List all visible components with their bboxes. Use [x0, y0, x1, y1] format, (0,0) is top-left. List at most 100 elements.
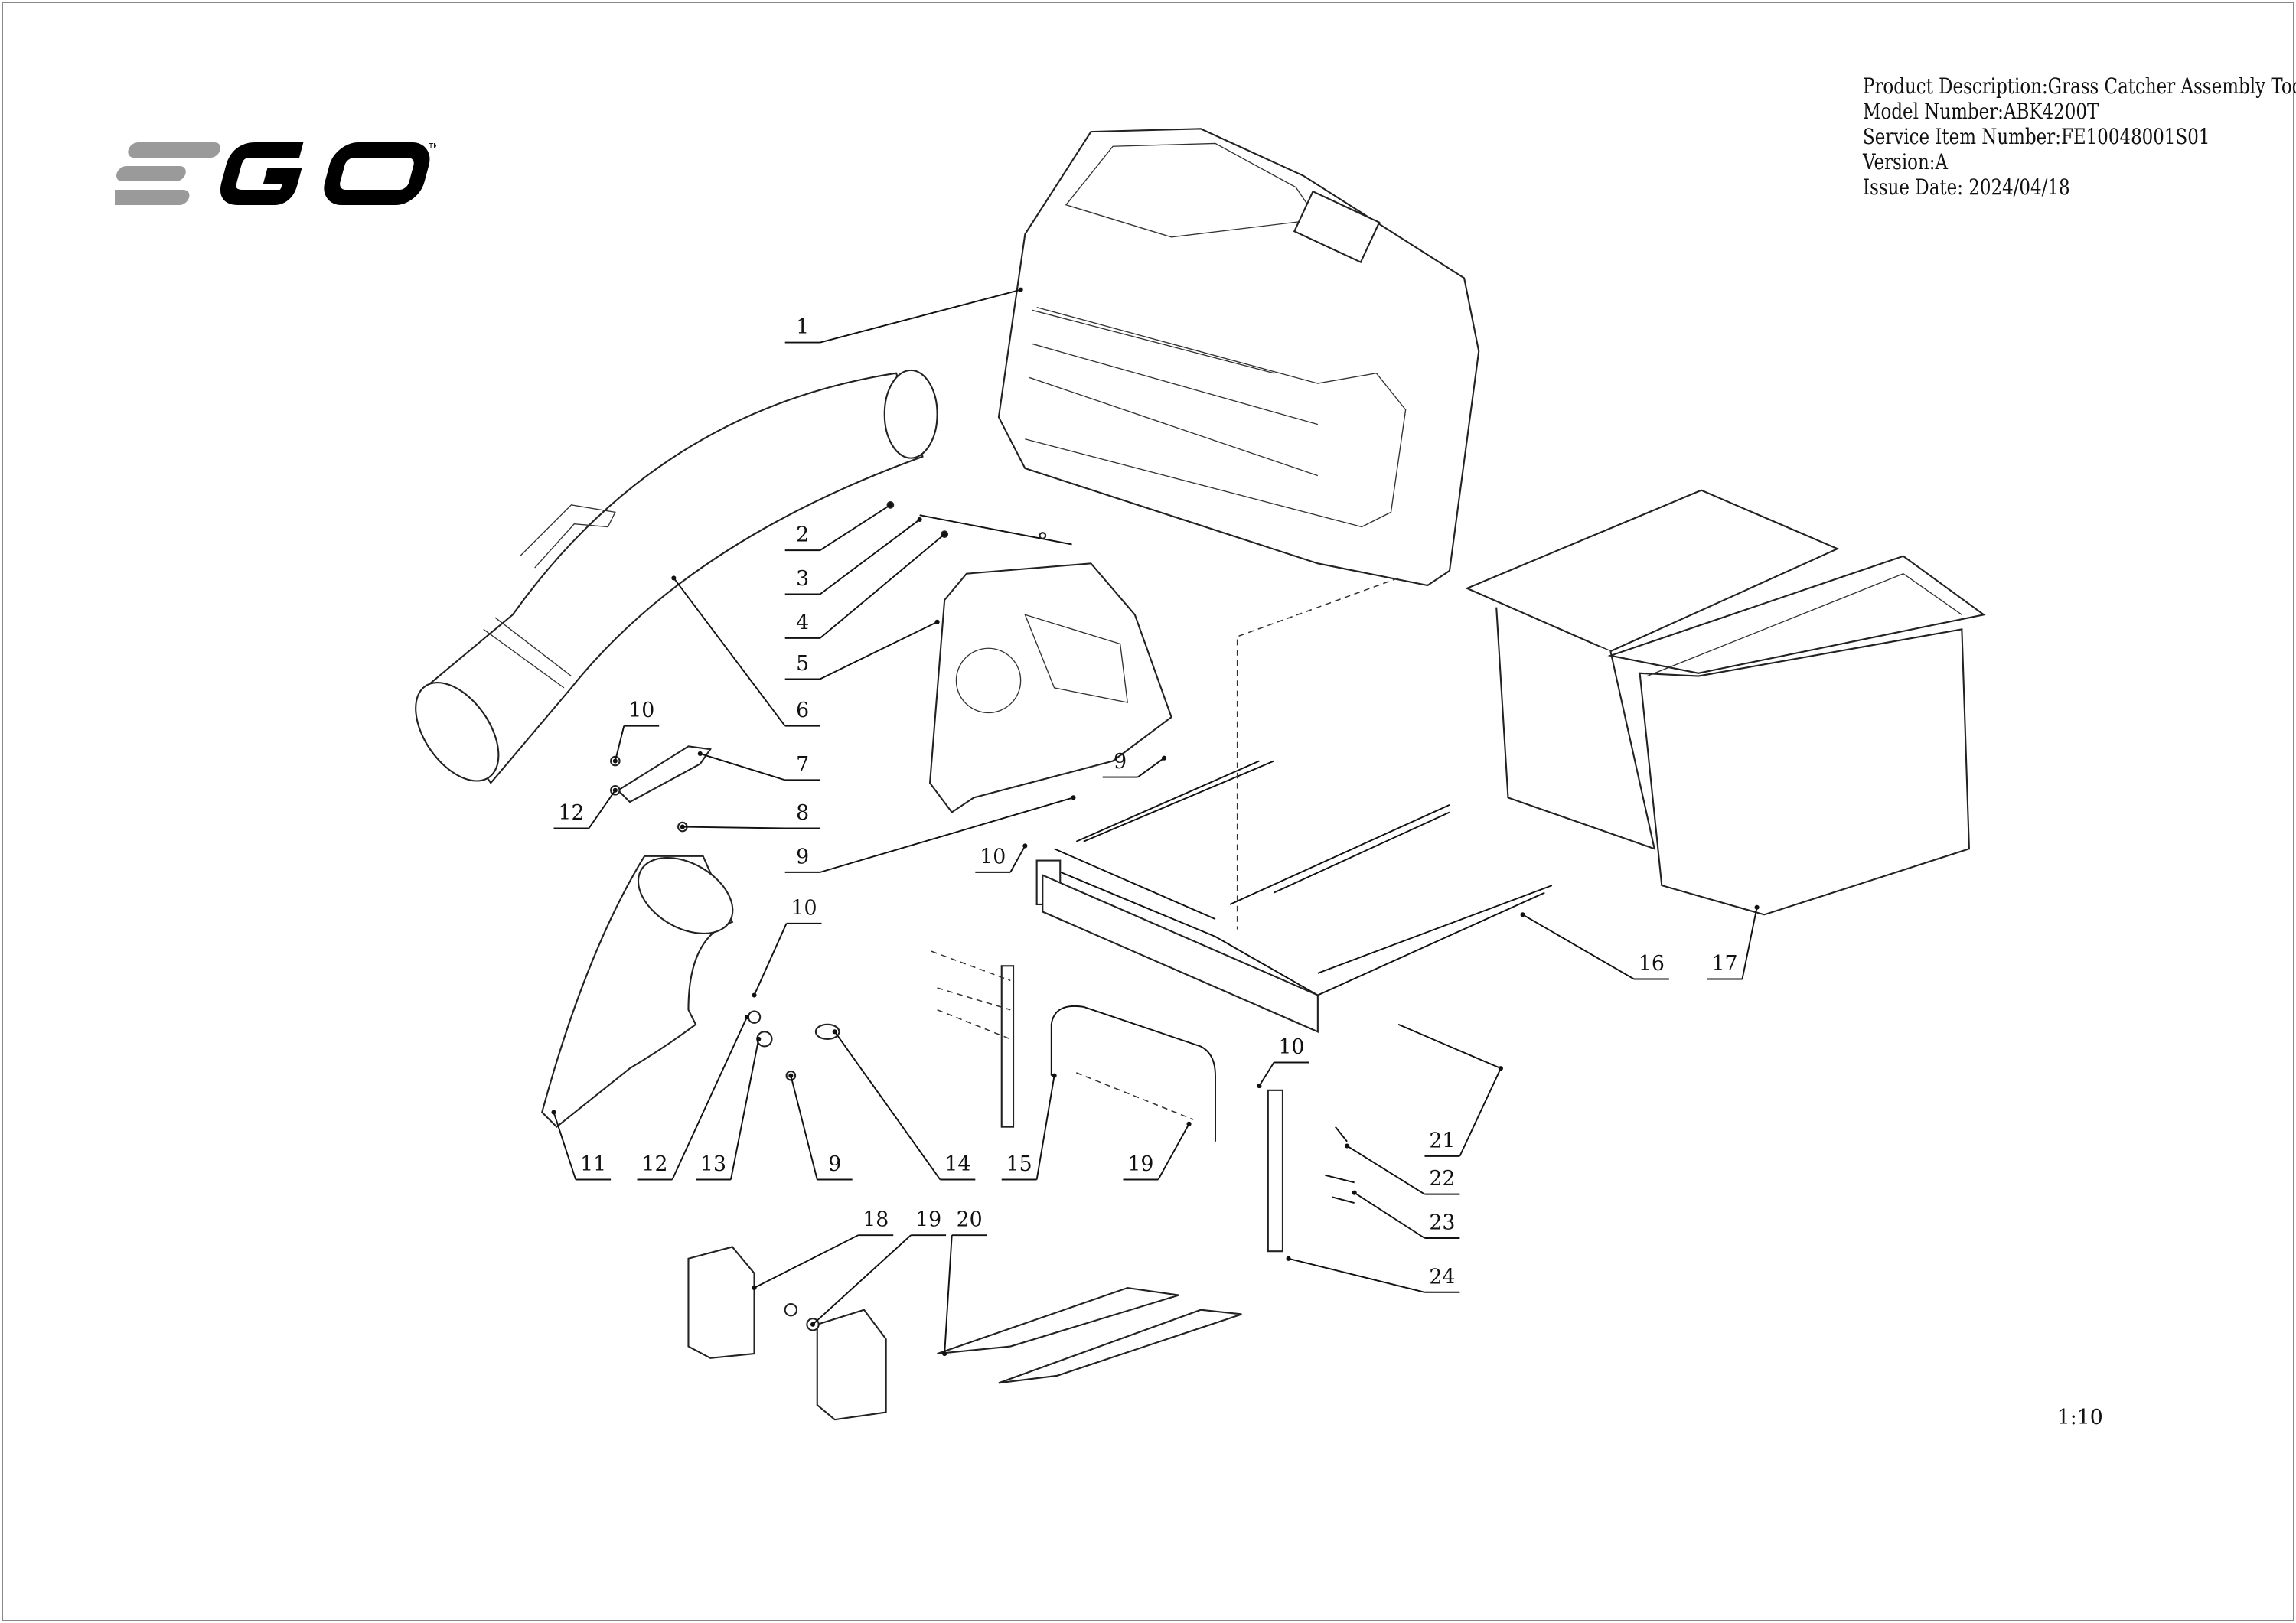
callout-9: 9: [784, 795, 1076, 873]
callout-number: 9: [1114, 750, 1127, 774]
lower-chute: [541, 855, 734, 1129]
callout-underline: [1346, 1145, 1460, 1195]
callout-underline: [1424, 1067, 1502, 1157]
ego-logo: TM: [115, 142, 436, 205]
callout-number: 1: [796, 315, 809, 339]
callout-number: 12: [558, 801, 584, 825]
callout-5: 5: [784, 619, 940, 680]
callout-number: 21: [1429, 1129, 1455, 1152]
callout-9: 9: [1102, 750, 1167, 778]
callout-underline: [1123, 1123, 1190, 1181]
callout-number: 23: [1429, 1211, 1455, 1235]
callout-number: 10: [628, 699, 654, 722]
leader-arrow-tip: [917, 517, 922, 523]
callout-number: 15: [1006, 1152, 1032, 1176]
callout-23: 23: [1352, 1190, 1460, 1239]
leader-arrow-tip: [934, 619, 940, 624]
callout-19: 19: [810, 1208, 947, 1327]
leader-arrow-tip: [752, 992, 757, 998]
callout-number: 19: [915, 1208, 941, 1232]
leader-arrow-tip: [680, 824, 685, 829]
callout-18: 18: [752, 1208, 894, 1291]
callout-12: 12: [637, 1015, 750, 1181]
callout-underline: [753, 922, 822, 996]
callout-10: 10: [1257, 1035, 1309, 1089]
leader-arrow-tip: [744, 1015, 750, 1020]
chute-adapter: [928, 562, 1172, 813]
leader-arrow-tip: [1161, 755, 1167, 761]
version: Version:A: [1863, 149, 1949, 174]
callout-19: 19: [1123, 1121, 1192, 1181]
callout-underline: [784, 797, 1074, 873]
callout-underline: [784, 288, 1021, 344]
callout-12: 12: [553, 787, 618, 829]
product-description: Product Description:Grass Catcher Assemb…: [1863, 73, 2296, 99]
callout-underline: [790, 1075, 853, 1181]
callout-10: 10: [752, 896, 822, 998]
callout-underline: [673, 577, 820, 727]
callout-6: 6: [671, 575, 820, 727]
leader-arrow-tip: [1498, 1066, 1503, 1071]
callout-15: 15: [1001, 1073, 1057, 1181]
leader-arrow-tip: [810, 1322, 816, 1327]
callout-underline: [784, 519, 921, 595]
leader-arrow-tip: [1018, 287, 1023, 292]
title-block: Product Description:Grass Catcher Assemb…: [1863, 73, 2296, 200]
callout-underline: [1258, 1061, 1309, 1087]
leader-arrow-tip: [942, 1351, 947, 1357]
leader-arrow-tip: [671, 575, 677, 581]
callout-number: 19: [1127, 1152, 1153, 1176]
leader-arrow-tip: [1352, 1190, 1357, 1195]
callout-number: 6: [796, 699, 809, 722]
callout-number: 4: [796, 611, 809, 634]
issue-date: Issue Date: 2024/04/18: [1863, 174, 2070, 200]
callout-number: 11: [580, 1152, 606, 1176]
leader-arrow-tip: [1022, 843, 1028, 849]
callout-number: 3: [796, 567, 809, 591]
callout-underline: [1102, 757, 1165, 778]
callout-underline: [696, 1038, 760, 1181]
callout-8: 8: [680, 801, 820, 829]
callout-21: 21: [1424, 1066, 1503, 1157]
leader-arrow-tip: [1286, 1256, 1291, 1261]
callout-7: 7: [697, 751, 820, 781]
callout-underline: [944, 1234, 987, 1354]
callout-3: 3: [784, 517, 922, 595]
callout-11: 11: [551, 1110, 612, 1181]
leader-arrow-tip: [1071, 795, 1076, 800]
leader-arrow-tip: [832, 1029, 837, 1035]
leader-arrow-tip: [1345, 1143, 1350, 1149]
callout-number: 8: [796, 801, 809, 825]
callout-number: 2: [796, 523, 809, 547]
leader-arrow-tip: [1052, 1073, 1057, 1078]
callout-number: 24: [1429, 1265, 1455, 1289]
scale-label: 1:10: [2057, 1406, 2103, 1429]
callout-number: 10: [980, 845, 1006, 869]
callout-2: 2: [784, 502, 893, 552]
callout-underline: [784, 533, 945, 639]
leader-arrow-tip: [1186, 1121, 1192, 1126]
leader-arrow-tip: [756, 1036, 762, 1041]
callout-underline: [1707, 907, 1758, 980]
callout-1: 1: [784, 287, 1023, 344]
callout-number: 9: [828, 1152, 841, 1176]
callout-10: 10: [975, 843, 1028, 873]
leader-arrow-tip: [612, 787, 618, 793]
callout-underline: [1522, 914, 1669, 980]
callout-20: 20: [942, 1208, 987, 1357]
callout-16: 16: [1520, 912, 1669, 980]
callout-number: 10: [1278, 1035, 1304, 1059]
callout-underline: [700, 753, 820, 781]
callout-underline: [553, 1112, 612, 1181]
leader-arrow-tip: [752, 1285, 757, 1291]
callout-underline: [812, 1234, 947, 1325]
leader-arrow-tip: [1520, 912, 1525, 917]
callout-13: 13: [696, 1036, 762, 1181]
callout-number: 13: [700, 1152, 726, 1176]
callout-underline: [784, 621, 938, 680]
catcher-lid: [997, 128, 1480, 587]
callout-number: 12: [641, 1152, 667, 1176]
